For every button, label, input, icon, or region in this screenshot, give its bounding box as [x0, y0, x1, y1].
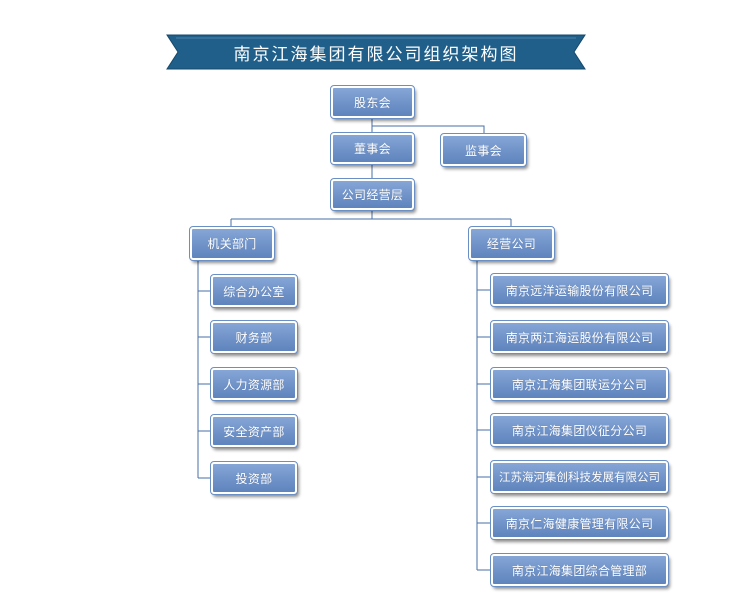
node-departments: 机关部门: [189, 226, 275, 261]
company-item: 南京江海集团综合管理部: [490, 553, 669, 587]
company-item: 南京江海集团联运分公司: [490, 367, 669, 401]
dept-item: 投资部: [210, 461, 298, 495]
node-shareholders: 股东会: [330, 85, 415, 119]
title-banner: [166, 34, 586, 70]
company-item: 南京两江海运股份有限公司: [490, 320, 669, 354]
dept-item: 安全资产部: [210, 414, 298, 448]
connector-supervisors: [372, 125, 485, 134]
dept-item: 综合办公室: [210, 274, 298, 308]
company-item: 南京远洋运输股份有限公司: [490, 273, 669, 307]
node-management: 公司经营层: [330, 178, 415, 211]
company-item: 南京仁海健康管理有限公司: [490, 506, 669, 540]
node-companies: 经营公司: [468, 226, 555, 261]
node-supervisors: 监事会: [440, 133, 527, 167]
dept-item: 财务部: [210, 320, 298, 354]
company-item: 江苏海河集创科技发展有限公司: [490, 460, 669, 494]
company-item: 南京江海集团仪征分公司: [490, 413, 669, 447]
node-board: 董事会: [330, 132, 415, 165]
dept-item: 人力资源部: [210, 367, 298, 401]
chart-title: 南京江海集团有限公司组织架构图: [233, 44, 519, 65]
